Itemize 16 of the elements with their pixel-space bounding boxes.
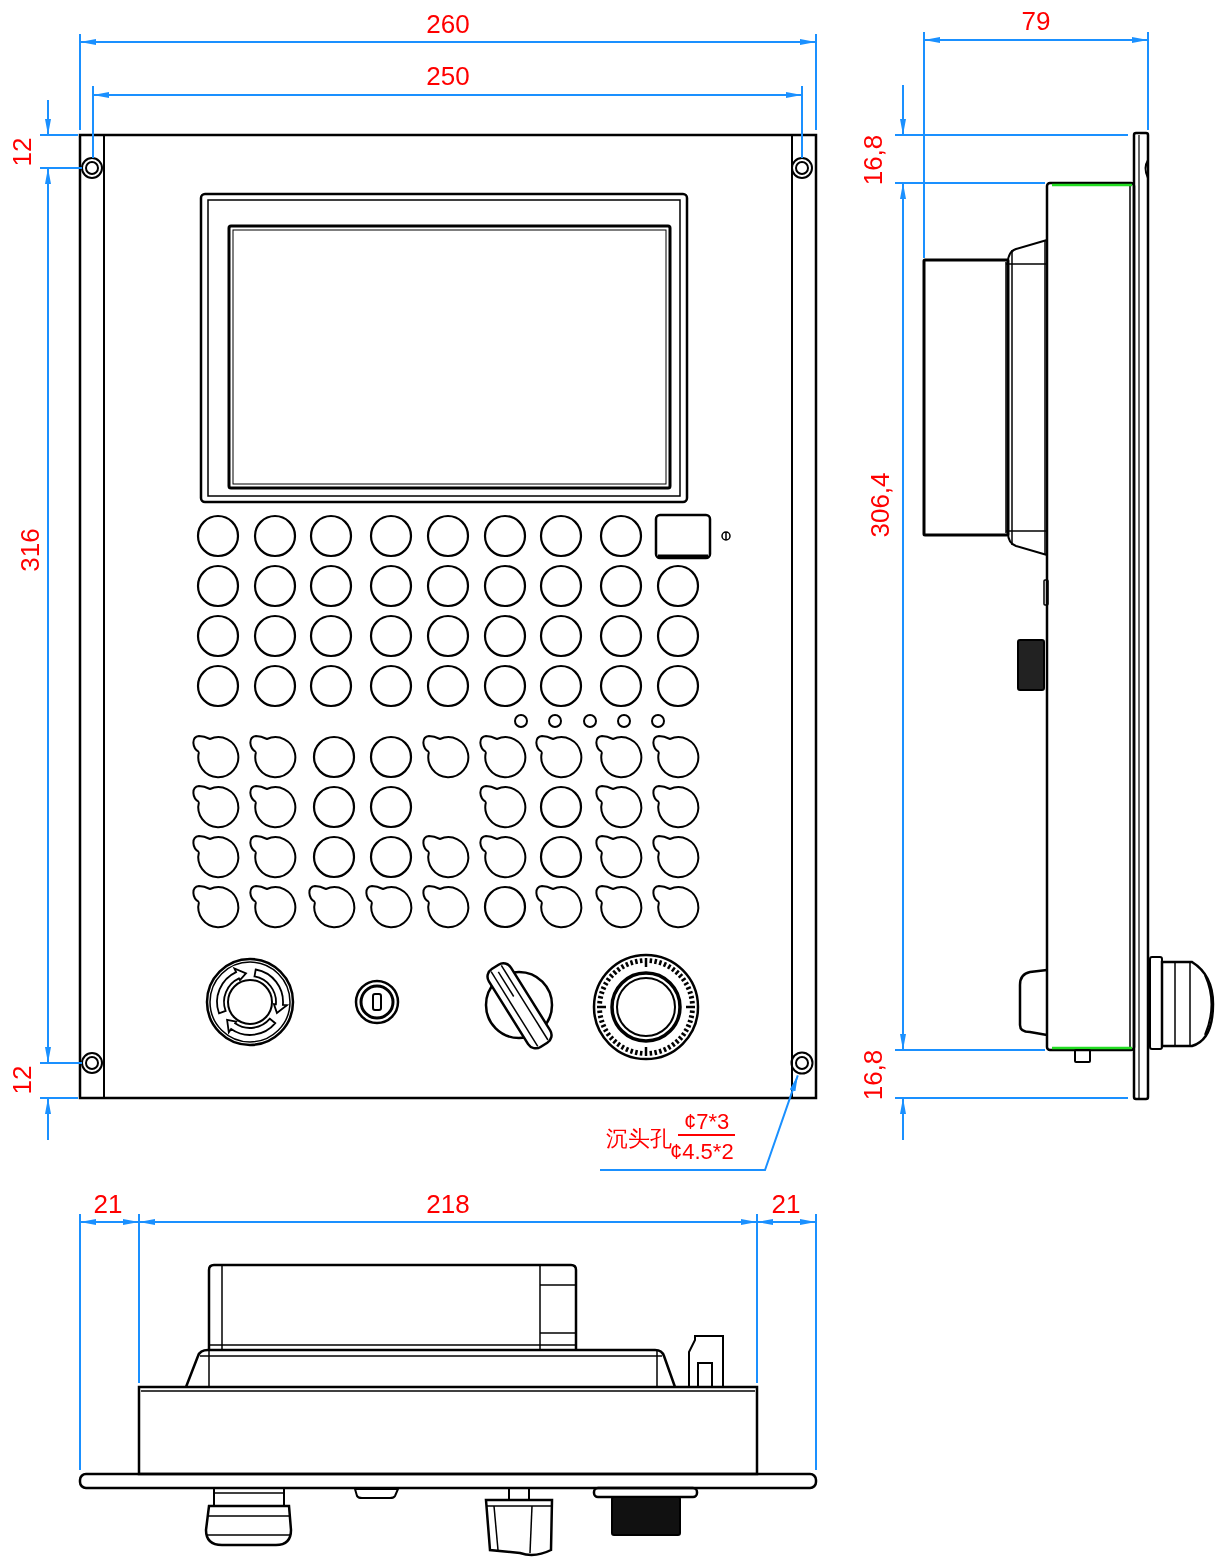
dimension-text: 21 [771,1191,801,1217]
dimension-text: 12 [9,1065,35,1095]
leader-line [599,1074,799,1171]
dimension-text: 16,8 [860,1049,886,1101]
dimension-text: 218 [426,1191,470,1217]
dimension-text: 21 [93,1191,123,1217]
hole-diameter-text: ¢7*3 [678,1111,736,1136]
dimension-text: 12 [9,137,35,167]
dimension-text: 250 [426,63,470,89]
dimension-text: 316 [17,528,43,572]
dimension-text: 260 [426,11,470,37]
dimension-text: 306,4 [867,472,893,538]
dimension-text: 16,8 [860,134,886,186]
mounting-hole [790,1051,814,1075]
dimension-text: 79 [1021,8,1051,34]
callout-text: 沉头孔 [606,1128,672,1150]
